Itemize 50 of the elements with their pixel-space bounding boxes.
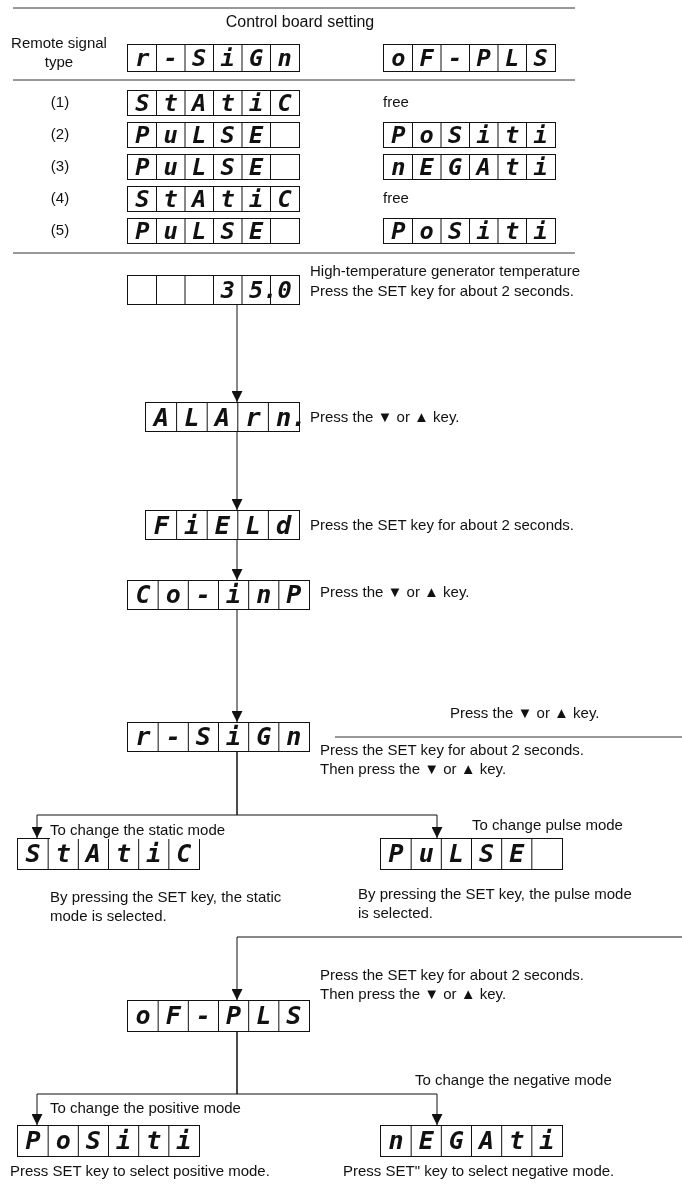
segment-display: C o - i n P xyxy=(127,580,310,610)
instruction-text: Press the SET key for about 2 seconds. Then press the ▼ or ▲ key. xyxy=(320,966,586,1004)
table-label: free xyxy=(383,93,410,112)
edge-label: To change the negative mode xyxy=(415,1071,612,1089)
instruction-text: Press the ▼ or ▲ key. xyxy=(450,704,601,723)
segment-display: n E G A t i xyxy=(383,154,556,180)
segment-display: o F - P L S xyxy=(127,1000,310,1032)
instruction-text: Press the SET key for about 2 seconds. Then press the ▼ or ▲ key. xyxy=(320,741,586,779)
table-heading: Control board setting xyxy=(224,12,376,32)
table-label: (2) xyxy=(49,125,71,144)
instruction-text: Press the ▼ or ▲ key. xyxy=(320,583,471,602)
segment-display: n E G A t i xyxy=(380,1125,563,1157)
segment-display: S t A t i C xyxy=(17,838,200,870)
instruction-text: Press the ▼ or ▲ key. xyxy=(310,408,461,427)
table-label: (4) xyxy=(49,189,71,208)
segment-display: r - S i G n xyxy=(127,44,300,72)
arrow xyxy=(231,431,243,511)
segment-display: F i E L d xyxy=(145,510,300,540)
instruction-text: Press SET" key to select negative mode. xyxy=(343,1162,616,1181)
table-label: Remote signal type xyxy=(10,34,108,72)
segment-display: P u L S E xyxy=(127,122,300,148)
arrow xyxy=(236,751,443,839)
segment-display: o F - P L S xyxy=(383,44,556,72)
table-label: (3) xyxy=(49,157,71,176)
segment-display: r - S i G n xyxy=(127,722,310,752)
edge-label: To change the static mode xyxy=(50,821,226,839)
arrow xyxy=(231,539,243,581)
edge-label: To change the positive mode xyxy=(50,1099,241,1117)
segment-display: P u L S E xyxy=(127,218,300,244)
edge-label: To change pulse mode xyxy=(472,816,623,834)
instruction-text: By pressing the SET key, the pulse mode is selected. xyxy=(358,885,633,923)
instruction-text: Press the SET key for about 2 seconds. xyxy=(310,516,576,535)
segment-display: P o S i t i xyxy=(17,1125,200,1157)
instruction-text: High-temperature generator temperature xyxy=(310,262,582,281)
arrow xyxy=(231,936,682,1001)
segment-display: P o S i t i xyxy=(383,218,556,244)
segment-display: P u L S E xyxy=(127,154,300,180)
arrow xyxy=(231,609,243,723)
instruction-text: Press the SET key for about 2 seconds. xyxy=(310,282,576,301)
table-label: (1) xyxy=(49,93,71,112)
segment-display: S t A t i C xyxy=(127,186,300,212)
instruction-text: By pressing the SET key, the static mode is selected. xyxy=(50,888,283,926)
table-label: free xyxy=(383,189,410,208)
arrow xyxy=(231,304,243,403)
arrow xyxy=(236,1031,443,1126)
table-label: (5) xyxy=(49,221,71,240)
segment-display: P o S i t i xyxy=(383,122,556,148)
segment-display: S t A t i C xyxy=(127,90,300,116)
segment-display: P u L S E xyxy=(380,838,563,870)
instruction-text: Press SET key to select positive mode. xyxy=(10,1162,271,1181)
